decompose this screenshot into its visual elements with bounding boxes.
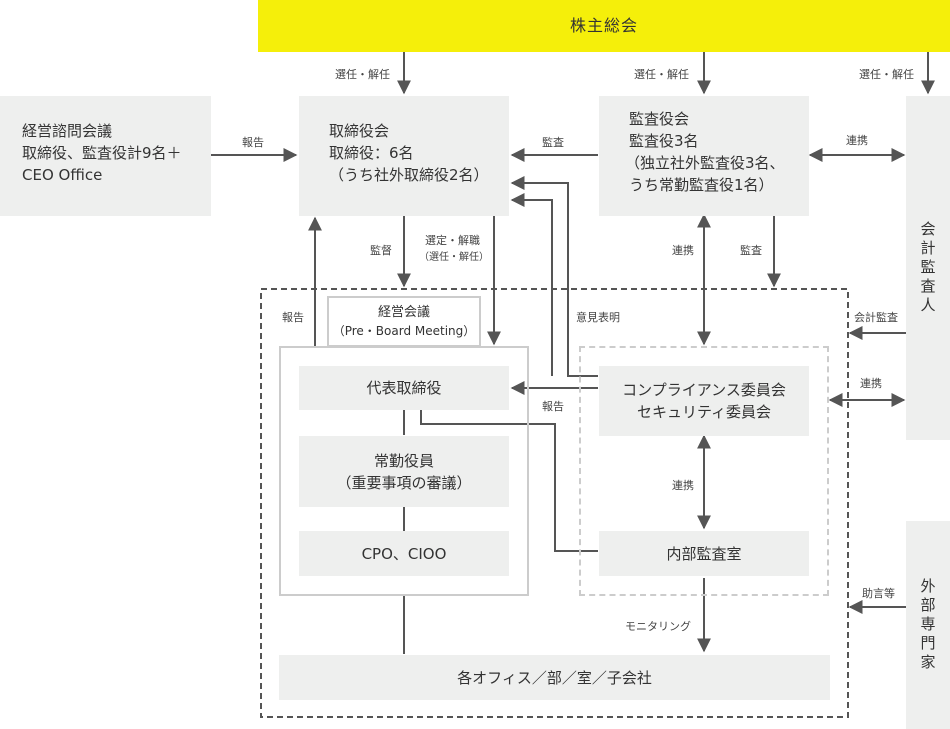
board-title: 取締役会 bbox=[329, 122, 390, 140]
label-audit-board: 監査 bbox=[542, 136, 564, 149]
label-coop-acct: 連携 bbox=[860, 377, 882, 390]
accounting-auditor-label: 会計監査人 bbox=[918, 220, 937, 316]
label-coop-internal: 連携 bbox=[672, 479, 694, 492]
external-experts: 外部専門家 bbox=[906, 521, 950, 729]
advisory-council-office: CEO Office bbox=[22, 166, 103, 184]
external-experts-label: 外部専門家 bbox=[918, 577, 937, 673]
offices-departments-label: 各オフィス／部／室／子会社 bbox=[457, 668, 652, 687]
board-count: 取締役：6名 bbox=[329, 144, 414, 162]
management-meeting-title: 経営会議 bbox=[377, 304, 430, 320]
representative-director: 代表取締役 bbox=[299, 366, 509, 410]
cpo-cioo: CPO、CIOO bbox=[299, 531, 509, 576]
management-meeting-subtitle: （Pre・Board Meeting） bbox=[332, 323, 476, 338]
audit-board-fulltime: うち常勤監査役1名） bbox=[629, 176, 774, 194]
advisory-council-members: 取締役、監査役計9名＋ bbox=[22, 144, 182, 162]
fulltime-officers-desc: （重要事項の審議） bbox=[336, 473, 472, 492]
security-committee-label: セキュリティ委員会 bbox=[636, 403, 772, 421]
audit-board-independent: （独立社外監査役3名、 bbox=[625, 154, 785, 172]
management-meeting-label-box: 経営会議 （Pre・Board Meeting） bbox=[327, 296, 481, 347]
execution-frame bbox=[260, 288, 849, 718]
label-elect-board: 選任・解任 bbox=[335, 68, 390, 81]
label-select: 選定・解職 bbox=[425, 234, 480, 247]
committees-frame bbox=[579, 346, 829, 596]
cpo-cioo-label: CPO、CIOO bbox=[361, 544, 447, 563]
offices-departments: 各オフィス／部／室／子会社 bbox=[279, 655, 830, 700]
label-select-sub: （選任・解任） bbox=[419, 252, 489, 263]
audit-board: 監査役会 監査役3名 （独立社外監査役3名、 うち常勤監査役1名） bbox=[599, 96, 809, 216]
label-report-left: 報告 bbox=[282, 311, 304, 324]
label-elect-accounting: 選任・解任 bbox=[859, 68, 914, 81]
internal-audit-office: 内部監査室 bbox=[599, 531, 809, 576]
board-outside: （うち社外取締役2名） bbox=[329, 166, 489, 184]
compliance-security-committees: コンプライアンス委員会 セキュリティ委員会 bbox=[599, 366, 809, 436]
label-advice: 助言等 bbox=[862, 587, 895, 600]
board-of-directors: 取締役会 取締役：6名 （うち社外取締役2名） bbox=[299, 96, 509, 216]
audit-board-count: 監査役3名 bbox=[629, 132, 699, 150]
shareholders-meeting-label: 株主総会 bbox=[569, 16, 638, 35]
compliance-committee-label: コンプライアンス委員会 bbox=[622, 381, 786, 399]
label-coop-committee: 連携 bbox=[672, 244, 694, 257]
label-report-advisory: 報告 bbox=[242, 136, 264, 149]
fulltime-officers-title: 常勤役員 bbox=[373, 451, 434, 470]
label-supervise: 監督 bbox=[370, 244, 392, 257]
shareholders-meeting: 株主総会 bbox=[258, 0, 950, 52]
label-accounting-audit: 会計監査 bbox=[854, 311, 898, 324]
label-elect-auditors: 選任・解任 bbox=[634, 68, 689, 81]
fulltime-officers: 常勤役員 （重要事項の審議） bbox=[299, 436, 509, 507]
label-report-ceo: 報告 bbox=[542, 400, 564, 413]
label-audit-down: 監査 bbox=[740, 244, 762, 257]
internal-audit-label: 内部監査室 bbox=[666, 544, 742, 563]
advisory-council: 経営諮問会議 取締役、監査役計9名＋ CEO Office bbox=[0, 96, 211, 216]
accounting-auditor: 会計監査人 bbox=[906, 96, 950, 440]
label-opinion: 意見表明 bbox=[576, 311, 620, 324]
management-meeting-frame bbox=[279, 346, 529, 596]
label-coop-auditor: 連携 bbox=[846, 134, 868, 147]
representative-director-label: 代表取締役 bbox=[366, 379, 442, 397]
audit-board-title: 監査役会 bbox=[629, 110, 690, 128]
advisory-council-title: 経営諮問会議 bbox=[22, 122, 113, 140]
label-monitoring: モニタリング bbox=[625, 620, 691, 633]
